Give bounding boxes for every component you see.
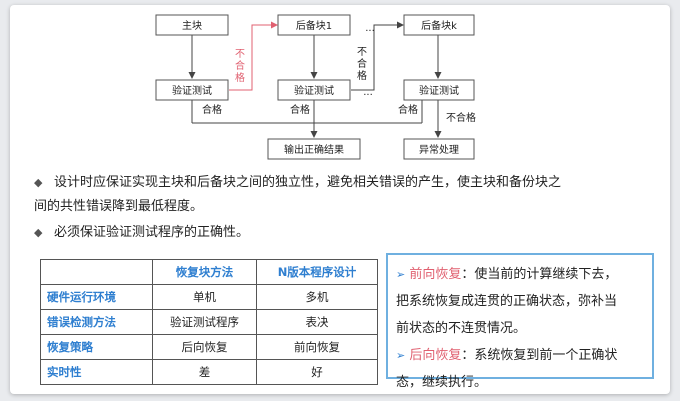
table-row-header: 实时性 <box>40 359 153 385</box>
fail-label-red: 格 <box>235 71 245 84</box>
table-cell: 多机 <box>256 284 378 310</box>
svg-text:验证测试: 验证测试 <box>294 84 334 97</box>
bullet-independence: ◆ 设计时应保证实现主块和后备块之间的独立性，避免相关错误的产生，使主块和备份块之… <box>34 171 654 219</box>
pass-label-2: 合格 <box>290 103 310 116</box>
diamond-bullet-icon: ◆ <box>34 176 43 189</box>
fail-label-mid: 不 <box>357 47 367 58</box>
table-header-cell: N版本程序设计 <box>256 259 378 285</box>
slide-card: 主块 后备块1 后备块k 验证测试 验证测试 验证测试 输出正确结果 异常处理 <box>10 5 670 394</box>
svg-text:后备块1: 后备块1 <box>296 19 332 32</box>
table-cell: 验证测试程序 <box>152 309 257 335</box>
table-row-header: 恢复策略 <box>40 334 153 360</box>
table-row-header: 硬件运行环境 <box>40 284 153 310</box>
ellipsis-top: ... <box>365 23 375 34</box>
arrow-fail-to-backupk <box>351 21 404 91</box>
svg-text:后备块k: 后备块k <box>421 19 457 32</box>
arrow-marker-icon: ➢ <box>396 268 406 281</box>
table-cell: 好 <box>256 359 378 385</box>
table-cell: 表决 <box>256 309 378 335</box>
bullet-text: 必须保证验证测试程序的正确性。 <box>54 225 250 240</box>
svg-text:输出正确结果: 输出正确结果 <box>284 143 344 156</box>
table-row: 恢复策略 后向恢复 前向恢复 <box>40 334 378 360</box>
recovery-definition-box: ➢ 前向恢复：使当前的计算继续下去， 把系统恢复成连贯的正确状态，弥补当 前状态… <box>386 253 654 390</box>
table-row: 错误检测方法 验证测试程序 表决 <box>40 309 378 335</box>
table-cell: 前向恢复 <box>256 334 378 360</box>
forward-recovery-text: 前状态的不连贯情况。 <box>396 321 527 336</box>
box-exception-handling: 异常处理 <box>403 138 475 160</box>
svg-text:验证测试: 验证测试 <box>172 84 212 97</box>
recovery-block-diagram: 主块 后备块1 后备块k 验证测试 验证测试 验证测试 输出正确结果 异常处理 <box>155 14 476 160</box>
table-row: 实时性 差 好 <box>40 359 378 385</box>
box-verify-test-2: 验证测试 <box>277 79 351 101</box>
table-row: 硬件运行环境 单机 多机 <box>40 284 378 310</box>
fail-label-mid: 合 <box>357 57 367 70</box>
pass-label-1: 合格 <box>202 103 222 116</box>
arrow-marker-icon: ➢ <box>396 349 406 362</box>
box-verify-test-k: 验证测试 <box>403 79 475 101</box>
fail-label-mid: 格 <box>357 69 367 82</box>
forward-recovery-term: 前向恢复 <box>409 267 462 282</box>
bullet-verify-correctness: ◆ 必须保证验证测试程序的正确性。 <box>34 221 654 245</box>
bullet-text: 设计时应保证实现主块和后备块之间的独立性，避免相关错误的产生，使主块和备份块之 <box>54 175 562 190</box>
box-backup-block-1: 后备块1 <box>277 14 351 36</box>
table-cell: 后向恢复 <box>152 334 257 360</box>
svg-text:异常处理: 异常处理 <box>419 143 459 156</box>
fail-label-red: 合 <box>235 59 245 72</box>
box-verify-test-1: 验证测试 <box>155 79 229 101</box>
table-cell: 单机 <box>152 284 257 310</box>
backward-recovery-text: ：系统恢复到前一个正确状 <box>461 348 618 363</box>
bullet-text: 间的共性错误降到最低程度。 <box>34 199 204 214</box>
arrow-fail-to-backup1 <box>229 21 278 91</box>
box-output-correct-result: 输出正确结果 <box>267 138 361 160</box>
ellipsis-mid: ... <box>363 87 373 98</box>
forward-recovery-text: ：使当前的计算继续下去， <box>461 267 618 282</box>
svg-text:主块: 主块 <box>182 20 202 32</box>
svg-text:验证测试: 验证测试 <box>419 84 459 97</box>
forward-recovery-text: 把系统恢复成连贯的正确状态，弥补当 <box>396 294 618 309</box>
backward-recovery-text: 态，继续执行。 <box>396 375 488 390</box>
table-cell: 差 <box>152 359 257 385</box>
table-header-row: 恢复块方法 N版本程序设计 <box>40 259 378 285</box>
pass-label-3: 合格 <box>398 103 418 116</box>
fail-label-red: 不 <box>235 49 245 60</box>
table-header-cell <box>40 259 153 285</box>
fail-label-right: 不合格 <box>446 111 476 124</box>
box-backup-block-k: 后备块k <box>403 14 475 36</box>
table-header-cell: 恢复块方法 <box>152 259 257 285</box>
comparison-table: 恢复块方法 N版本程序设计 硬件运行环境 单机 多机 错误检测方法 验证测试程序… <box>40 259 378 385</box>
backward-recovery-term: 后向恢复 <box>409 348 462 363</box>
table-row-header: 错误检测方法 <box>40 309 153 335</box>
diamond-bullet-icon: ◆ <box>34 226 43 239</box>
box-main-block: 主块 <box>155 14 229 36</box>
